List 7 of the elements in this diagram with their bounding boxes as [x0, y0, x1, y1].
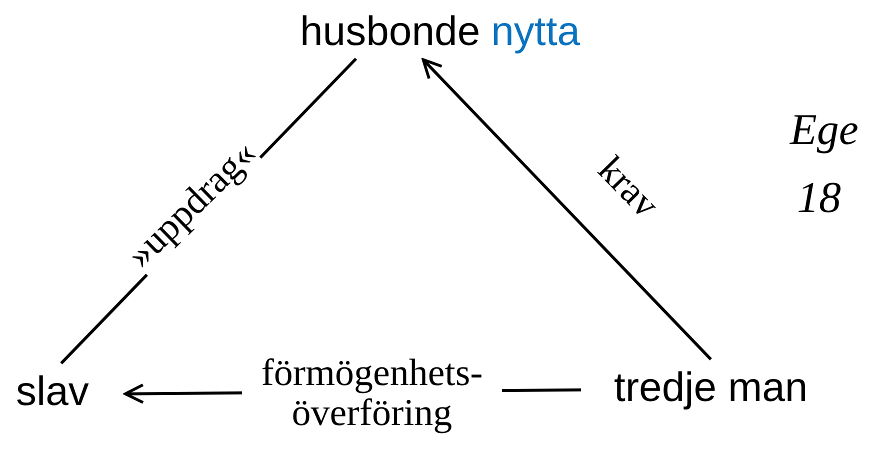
annotation-text: Ege [790, 104, 858, 155]
annotation-text: 18 [797, 172, 841, 223]
node-label: slav [16, 368, 89, 415]
node-label: tredje man [614, 364, 808, 411]
arrow [422, 58, 712, 360]
node-label: husbonde [300, 8, 480, 55]
node-sublabel: nytta [491, 8, 580, 55]
